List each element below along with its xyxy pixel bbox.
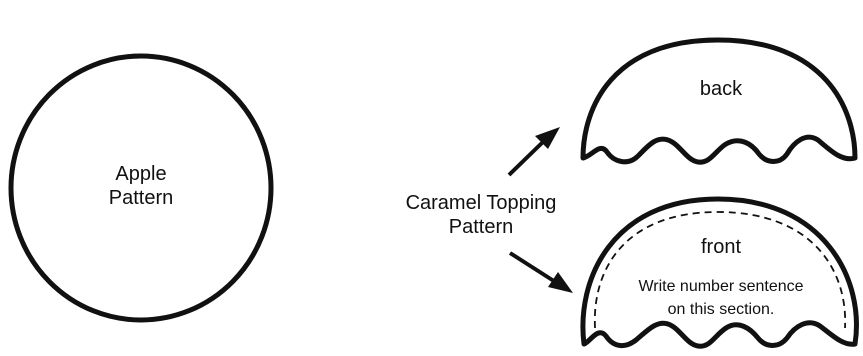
back-topping-piece [580, 37, 858, 165]
back-label: back [700, 78, 743, 100]
caramel-label-line1: Caramel Topping [406, 192, 557, 214]
apple-label-line2: Pattern [109, 187, 173, 209]
front-instruction-line2: on this section. [668, 301, 775, 318]
apple-pattern-circle [8, 53, 274, 323]
apple-label-line1: Apple [115, 163, 166, 185]
front-instruction-line1: Write number sentence [638, 278, 803, 295]
arrow-to-back [507, 127, 560, 177]
caramel-label-line2: Pattern [449, 216, 513, 238]
front-label: front [701, 236, 741, 258]
arrow-to-front [508, 251, 573, 293]
front-topping-piece [580, 196, 859, 349]
front-dashed-cut-line [593, 211, 846, 329]
